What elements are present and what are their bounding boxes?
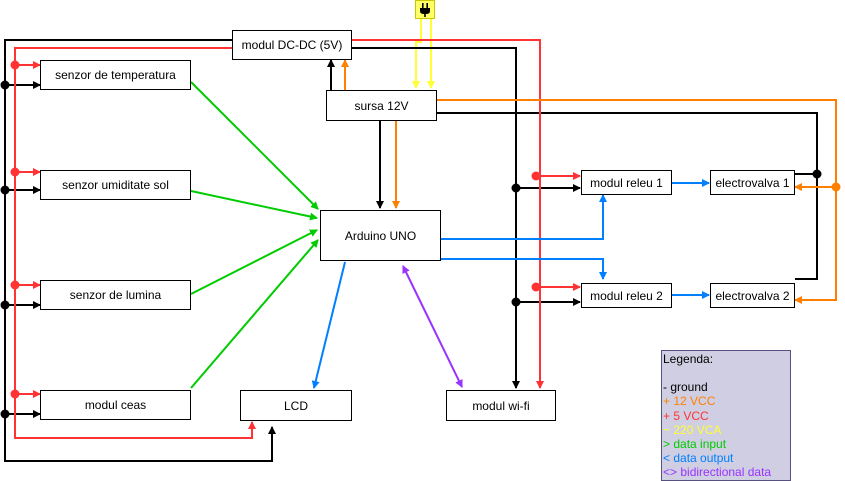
relay-1-box: modul releu 1 [581, 170, 672, 195]
dcdc-module-box: modul DC-DC (5V) [232, 30, 352, 60]
legend-title: Legenda: [663, 352, 714, 366]
junction-dots [0, 60, 841, 419]
relay-2-box: modul releu 2 [581, 283, 672, 308]
vcc12-wires [341, 59, 837, 304]
clock-module-box: modul ceas [40, 390, 191, 420]
legend-data-output: < data output [663, 451, 734, 466]
legend-5vcc: + 5 VCC [663, 408, 709, 423]
soil-moisture-sensor-box: senzor umiditate sol [40, 170, 191, 200]
legend-ground: - ground [663, 380, 708, 395]
legend-data-input: > data input [663, 437, 727, 452]
power-supply-box: sursa 12V [326, 90, 437, 121]
valve-2-box: electrovalva 2 [710, 283, 795, 308]
power-plug-icon [415, 0, 435, 19]
wifi-module-box: modul wi-fi [446, 390, 556, 421]
temperature-sensor-box: senzor de temperatura [40, 60, 191, 90]
arduino-box: Arduino UNO [320, 210, 441, 261]
mains-wires [412, 18, 435, 89]
data-input-wires [190, 81, 319, 389]
vcc5-wires [14, 39, 581, 439]
valve-1-box: electrovalva 1 [710, 170, 795, 195]
legend-box: Legenda: - ground + 12 VCC + 5 VCC ~ 220… [661, 350, 791, 481]
light-sensor-box: senzor de lumina [40, 280, 191, 310]
data-output-wires [311, 179, 710, 389]
legend-bidirectional: <> bidirectional data [663, 465, 772, 480]
legend-220vca: ~ 220 VCA [663, 422, 722, 437]
legend-12vcc: + 12 VCC [663, 394, 716, 409]
lcd-box: LCD [240, 390, 352, 421]
bidirectional-wires [402, 265, 463, 388]
ground-wires [4, 39, 818, 462]
